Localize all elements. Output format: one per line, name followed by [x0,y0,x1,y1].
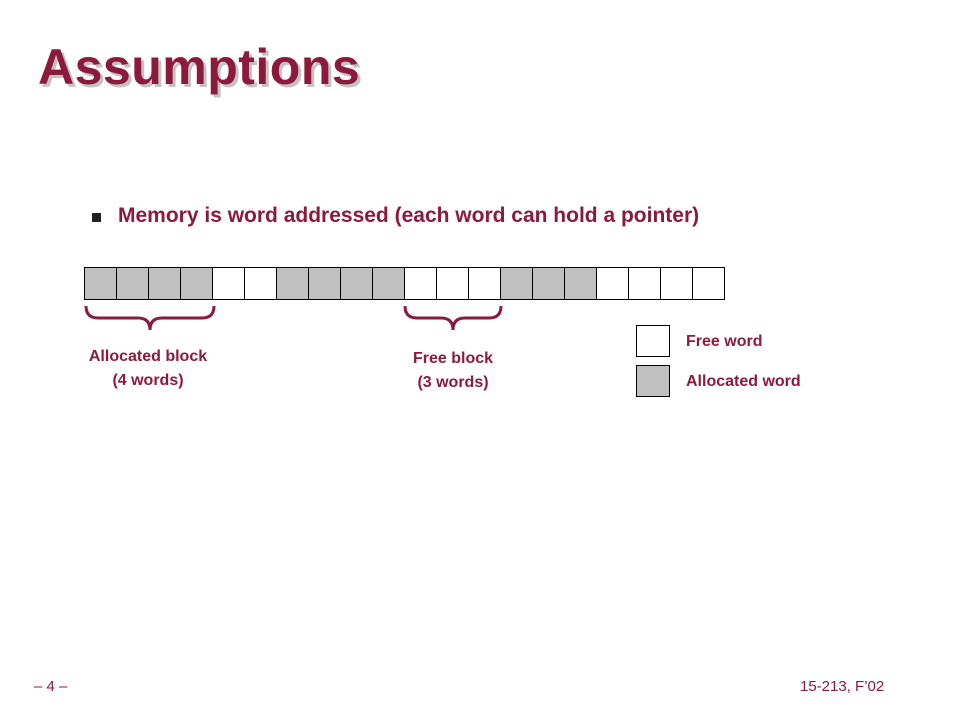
free-word-cell [628,267,661,300]
allocated-block-label: Allocated block (4 words) [48,345,248,393]
course-label: 15-213, F’02 [800,678,885,695]
legend-free-label: Free word [686,333,763,350]
page-number: – 4 – [34,678,68,695]
allocated-word-cell [276,267,309,300]
legend-allocated-label: Allocated word [686,373,801,390]
allocated-word-cell [372,267,405,300]
allocated-word-cell [532,267,565,300]
allocated-word-cell [84,267,117,300]
free-block-brace [403,305,503,331]
allocated-word-cell [500,267,533,300]
free-word-cell [212,267,245,300]
legend-free-swatch [636,325,670,357]
allocated-word-cell [564,267,597,300]
allocated-block-label-line1: Allocated block [88,348,208,365]
allocated-word-cell [308,267,341,300]
legend-allocated-swatch [636,365,670,397]
allocated-word-cell [180,267,213,300]
allocated-word-cell [148,267,181,300]
free-word-cell [404,267,437,300]
bullet-text: Memory is word addressed (each word can … [118,204,700,227]
allocated-block-brace [84,305,216,331]
memory-word-row [84,267,725,300]
free-word-cell [692,267,725,300]
free-word-cell [468,267,501,300]
free-block-label-line2: (3 words) [417,374,489,391]
free-word-cell [596,267,629,300]
free-block-label-line1: Free block [412,350,494,367]
bullet-square-icon [92,212,101,222]
free-word-cell [660,267,693,300]
slide-title: Assumptions [38,39,361,95]
bullet-item: Memory is word addressed (each word can … [92,204,699,228]
allocated-word-cell [116,267,149,300]
free-block-label: Free block (3 words) [353,347,553,395]
allocated-word-cell [340,267,373,300]
free-word-cell [436,267,469,300]
free-word-cell [244,267,277,300]
allocated-block-label-line2: (4 words) [112,372,184,389]
